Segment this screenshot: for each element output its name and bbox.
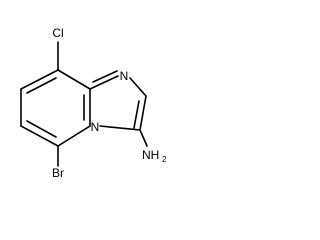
double-bond-c8a-n1 <box>92 70 118 83</box>
double-bond-c2-c3 <box>133 100 140 129</box>
bond-c3-n4 <box>99 125 141 131</box>
bridgehead-nitrogen-label: N <box>91 120 100 134</box>
bond-c8a-c8 <box>57 69 91 90</box>
amine-label: NH <box>142 148 159 162</box>
bond-c8-c7 <box>20 69 59 90</box>
double-bond-c8-c7 <box>26 77 57 94</box>
bond-c2-c3 <box>139 95 147 131</box>
chemical-structure: Cl N N Br NH 2 <box>20 26 167 180</box>
chlorine-label: Cl <box>52 26 63 40</box>
pyridine-ring <box>20 69 91 147</box>
bond-c5-n4 <box>57 125 91 147</box>
imidazole-ring <box>89 70 147 131</box>
bromine-label: Br <box>52 166 64 180</box>
bond-c8a-n1 <box>89 75 119 90</box>
bond-c6-c5 <box>20 125 59 147</box>
imidazole-nitrogen-label: N <box>120 69 129 83</box>
double-bond-c6-c5 <box>26 120 57 138</box>
bond-c3-nh2 <box>139 129 148 147</box>
amine-subscript: 2 <box>162 155 167 164</box>
bond-n1-c2 <box>129 77 147 97</box>
